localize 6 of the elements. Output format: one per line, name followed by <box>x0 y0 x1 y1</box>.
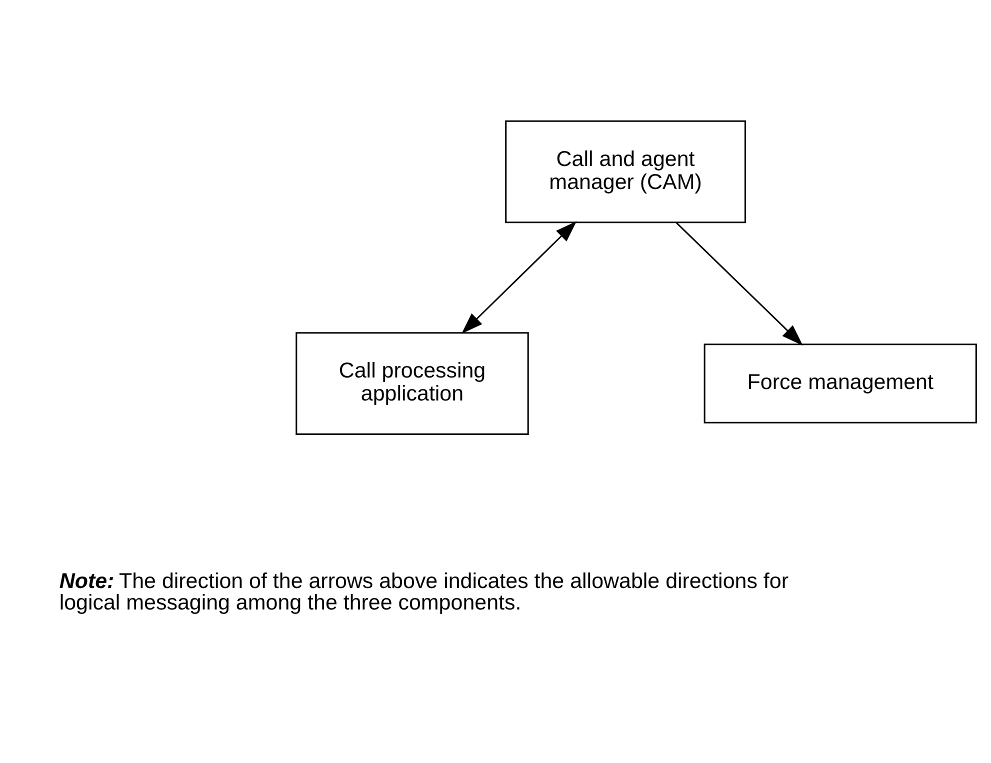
arrow <box>462 220 577 334</box>
arrow <box>676 222 803 346</box>
node-box: Call and agent manager (CAM) <box>505 120 746 223</box>
node-box: Call processing application <box>296 332 529 434</box>
node-box: Force management <box>704 343 977 423</box>
label: Note: The direction of the arrows above indicates the allowable directions for logical messaging among the three components. <box>59 568 788 614</box>
